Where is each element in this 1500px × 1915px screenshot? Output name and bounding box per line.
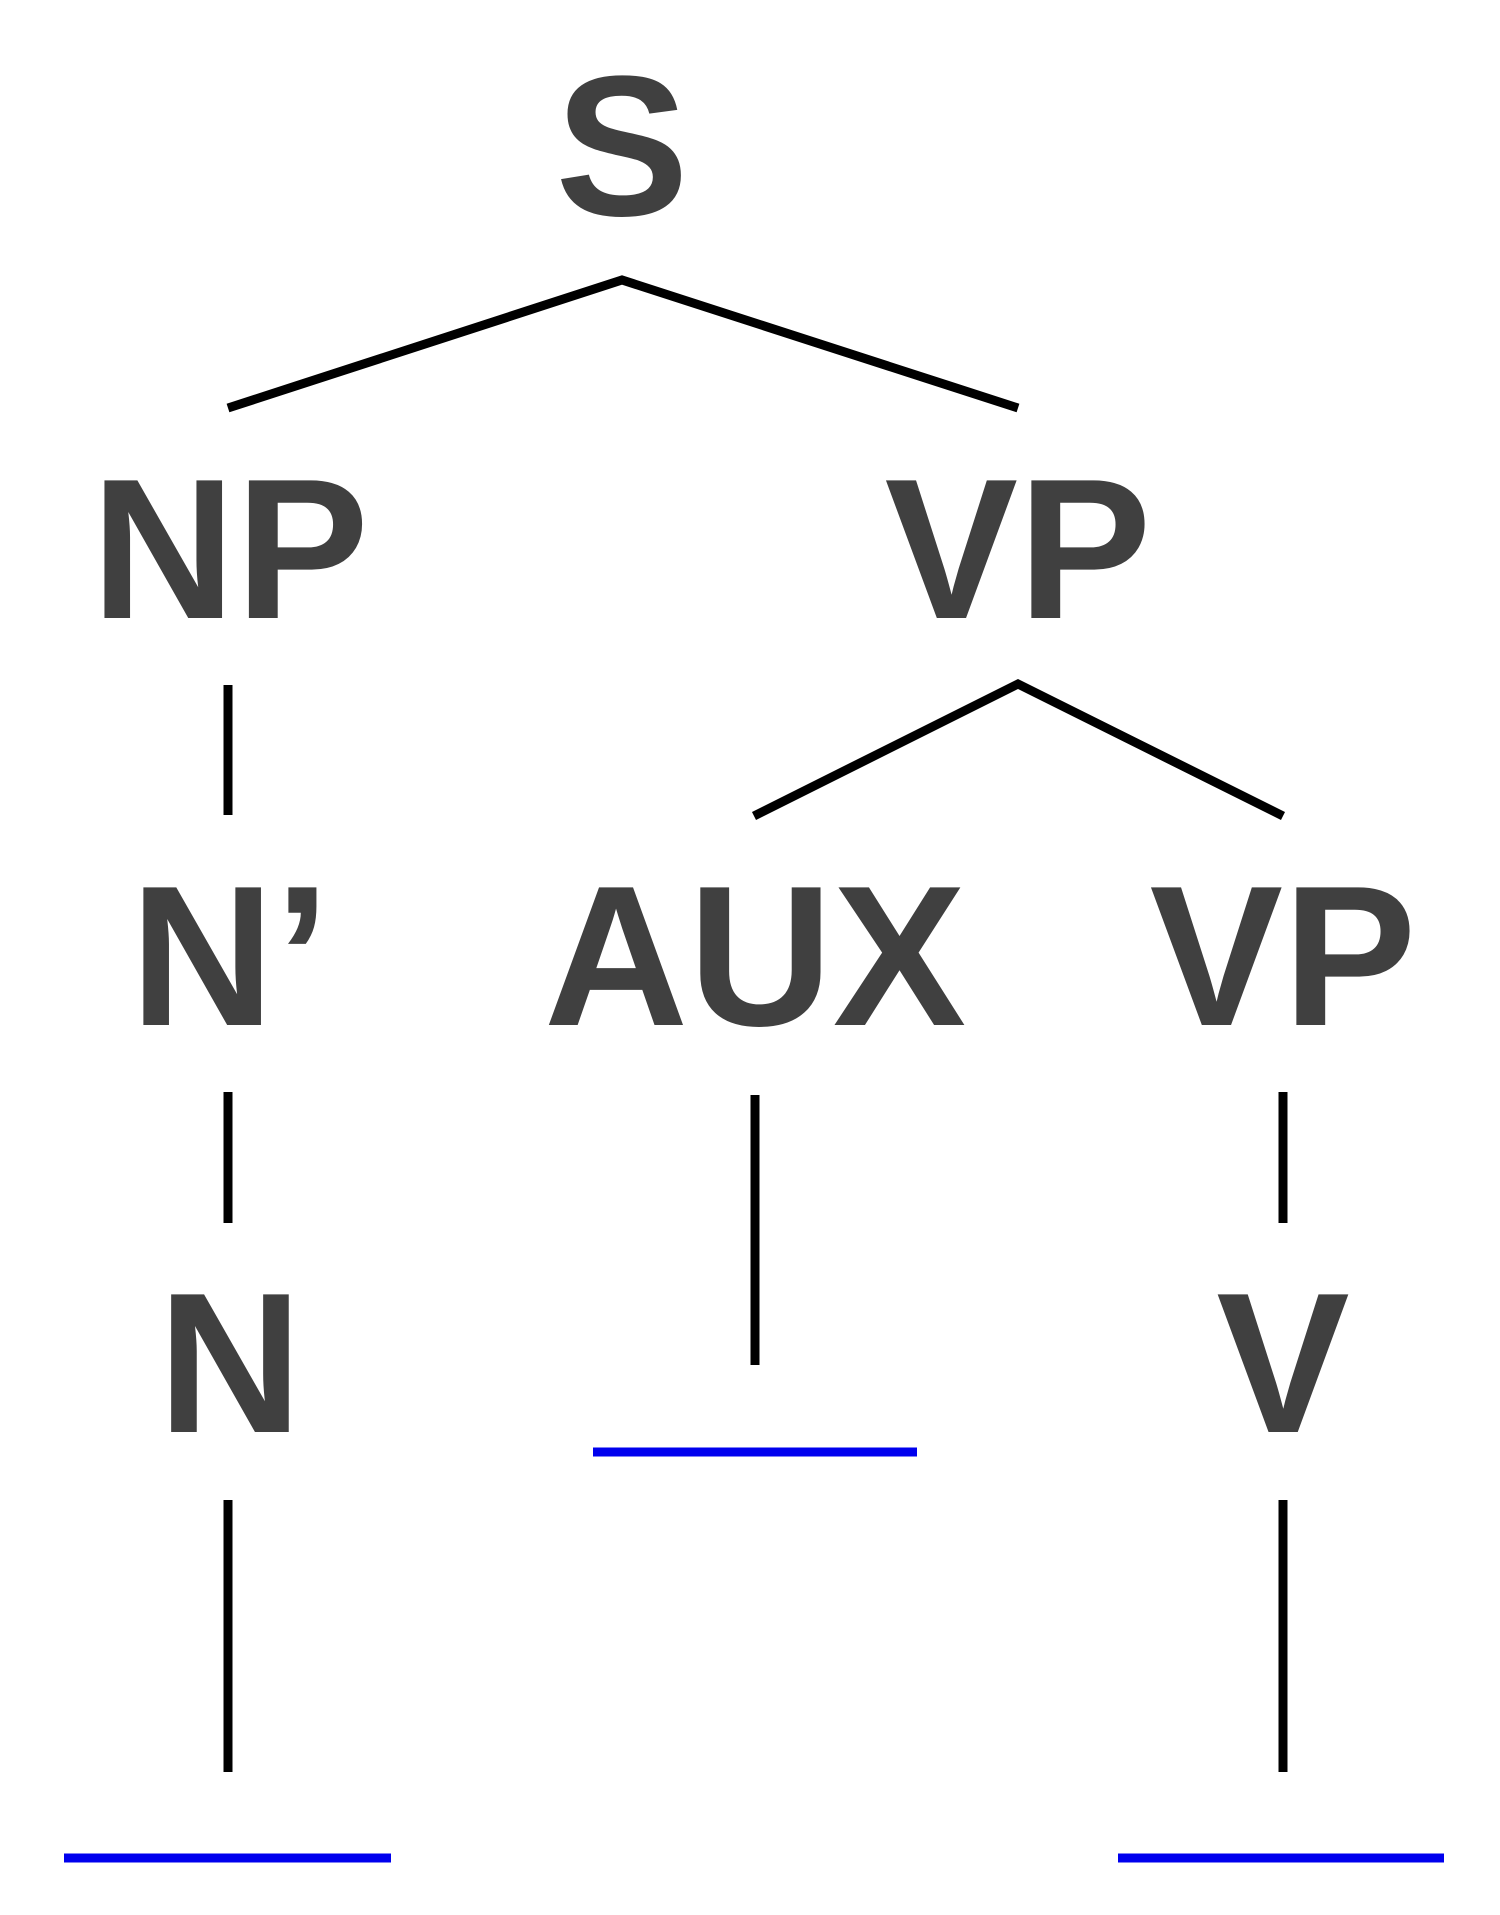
node-vp-lower: VP: [1150, 845, 1417, 1068]
node-np: NP: [91, 438, 369, 661]
node-v: V: [1216, 1252, 1349, 1475]
node-aux: AUX: [544, 845, 966, 1068]
branch-vp-split: [751, 678, 1286, 821]
node-vp-upper: VP: [885, 438, 1152, 661]
node-n-bar: N’: [130, 845, 330, 1068]
node-n: N: [158, 1252, 302, 1475]
branch-s-split: [226, 275, 1020, 413]
node-s: S: [555, 35, 688, 258]
